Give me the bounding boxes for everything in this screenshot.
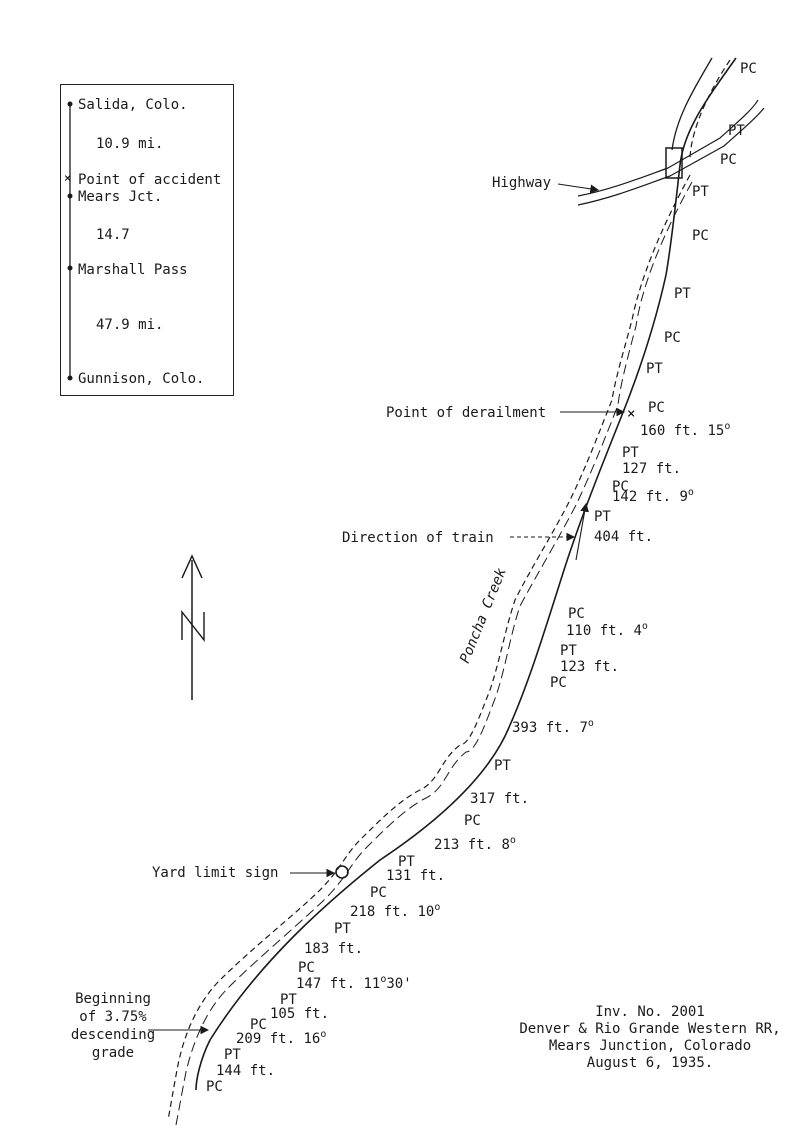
track-segment-13: 147 ft. 11o30' [296, 974, 412, 992]
curve-mark: PT [674, 286, 691, 302]
legend-distance-2: 14.7 [96, 227, 130, 243]
grade-note-line-4: grade [91, 1045, 135, 1061]
track-segment-7: 393 ft. 7o [512, 718, 594, 736]
highway-label: Highway [492, 175, 552, 191]
curve-mark: PC [692, 228, 709, 244]
grade-note-line-2: of 3.75% [79, 1009, 147, 1025]
yard-limit-sign-symbol [335, 865, 349, 879]
track-segment-8: 317 ft. [470, 791, 530, 807]
curve-mark: PT [334, 921, 351, 937]
legend-station-gunnison: Gunnison, Colo. [78, 371, 205, 387]
curve-mark: PC [612, 479, 629, 495]
track-segment-6: 123 ft. [560, 659, 620, 675]
curve-mark: PC [550, 675, 567, 691]
track-segment-1: 160 ft. 15o [640, 421, 731, 439]
highway-line-2 [577, 107, 765, 206]
track-segment-15: 209 ft. 16o [236, 1029, 327, 1047]
curve-mark: PT [594, 509, 611, 525]
point-of-derailment-x: × [627, 406, 635, 422]
curve-mark: PC [664, 330, 681, 346]
curve-mark: PC [464, 813, 481, 829]
track-segment-2: 127 ft. [622, 461, 682, 477]
track-segment-9: 213 ft. 8o [434, 835, 516, 853]
curve-mark: PC [250, 1017, 267, 1033]
curve-mark: PC [206, 1079, 223, 1095]
direction-of-train-label: Direction of train [342, 530, 494, 546]
curve-mark: PT [622, 445, 639, 461]
track-segment-12: 183 ft. [304, 941, 364, 957]
caption-line-4: August 6, 1935. [586, 1055, 714, 1071]
curve-mark: PT [646, 361, 663, 377]
grade-note-line-1: Beginning [75, 991, 151, 1007]
curve-mark: PT [398, 854, 415, 870]
curve-mark: PT [494, 758, 511, 774]
legend-station-salida: Salida, Colo. [78, 97, 188, 113]
yard-limit-sign-label: Yard limit sign [152, 865, 279, 881]
track-segment-16: 144 ft. [216, 1063, 276, 1079]
curve-mark: PC [568, 606, 585, 622]
creek-bank [175, 181, 693, 1126]
track-segment-11: 218 ft. 10o [350, 902, 441, 920]
poncha-creek [167, 59, 731, 1121]
direction-of-train-arrow [575, 502, 589, 561]
curve-mark: PC [648, 400, 665, 416]
legend-station-marshall: Marshall Pass [78, 262, 188, 278]
legend-distance-3: 47.9 mi. [96, 317, 164, 333]
svg-text:×: × [64, 171, 71, 185]
grade-note-line-3: descending [70, 1027, 156, 1043]
highway-line [577, 99, 759, 197]
caption-line-3: Mears Junction, Colorado [548, 1038, 752, 1054]
curve-mark: PC [740, 61, 757, 77]
legend-station-accident: Point of accident [78, 172, 222, 188]
curve-mark: PT [560, 643, 577, 659]
legend-station-mears: Mears Jct. [78, 189, 163, 205]
highway-leader [557, 183, 600, 194]
curve-mark: PC [370, 885, 387, 901]
curve-mark: PC [720, 152, 737, 168]
curve-mark: PT [224, 1047, 241, 1063]
caption-line-2: Denver & Rio Grande Western RR, [519, 1021, 781, 1037]
track-segment-3: 142 ft. 9o [612, 487, 694, 505]
point-of-derailment-label: Point of derailment [386, 405, 547, 421]
bridge [665, 147, 683, 179]
track-segment-10: 131 ft. [386, 868, 446, 884]
curve-mark: PT [728, 123, 745, 139]
curve-mark: PT [692, 184, 709, 200]
railroad-track [195, 57, 737, 1091]
railroad-track-branch [671, 57, 713, 151]
north-arrow-head [181, 554, 203, 579]
curve-mark: PC [298, 960, 315, 976]
track-segment-14: 105 ft. [270, 1006, 330, 1022]
report-caption: Inv. No. 2001 Denver & Rio Grande Wester… [505, 1004, 795, 1072]
north-arrow-n [181, 609, 205, 643]
track-segment-4: 404 ft. [594, 529, 654, 545]
caption-line-1: Inv. No. 2001 [595, 1004, 705, 1020]
legend-distance-1: 10.9 mi. [96, 136, 164, 152]
route-legend [60, 84, 234, 396]
track-segment-5: 110 ft. 4o [566, 621, 648, 639]
curve-mark: PT [280, 992, 297, 1008]
